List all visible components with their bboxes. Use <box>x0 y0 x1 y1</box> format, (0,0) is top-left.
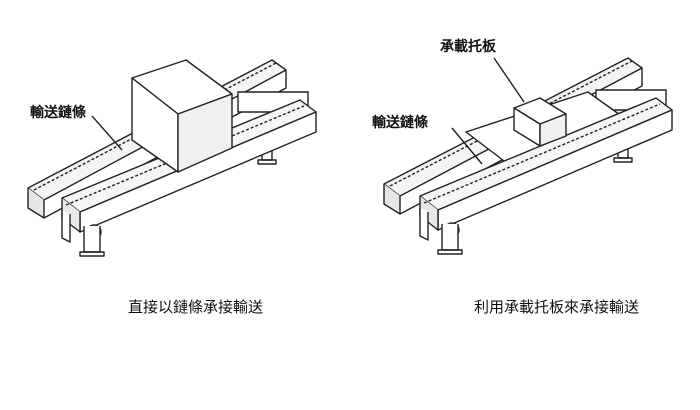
left-front-support <box>61 210 105 257</box>
left-box <box>131 59 233 173</box>
right-pallet-leader <box>493 57 525 103</box>
left-chain-label: 輸送鏈條 <box>30 105 86 121</box>
left-caption: 直接以鏈條承接輸送 <box>128 298 264 316</box>
right-pallet-label: 承載托板 <box>440 39 496 55</box>
right-box <box>513 97 567 147</box>
right-caption: 利用承載托板來承接輸送 <box>474 298 640 316</box>
left-chain-leader <box>91 115 123 151</box>
right-chain-label: 輸送鏈條 <box>372 115 428 131</box>
right-conveyor <box>383 57 673 255</box>
left-conveyor <box>27 59 317 257</box>
right-chain-leader <box>451 127 483 165</box>
right-front-support <box>419 208 463 255</box>
right-front-rail <box>419 97 673 231</box>
